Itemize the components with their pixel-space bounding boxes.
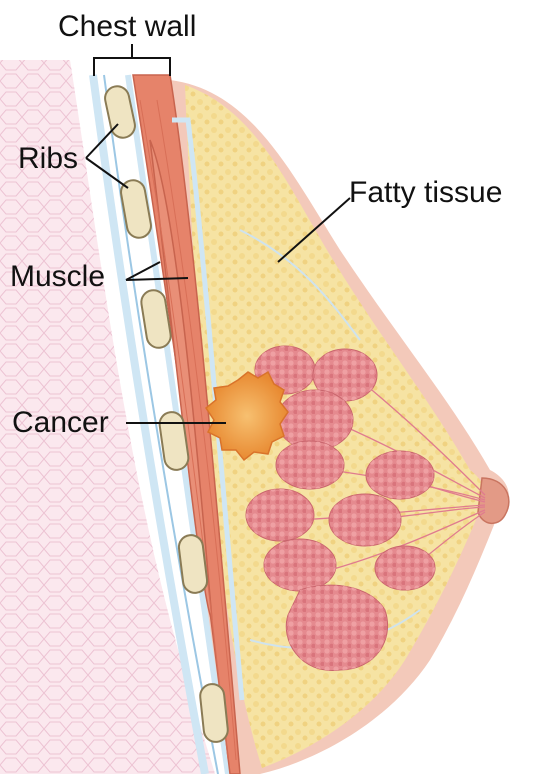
label-fatty-tissue: Fatty tissue (349, 176, 502, 209)
lobule (329, 494, 401, 546)
label-ribs: Ribs (18, 142, 78, 175)
lobule (375, 546, 435, 590)
lobule (286, 585, 387, 670)
lobule (264, 539, 336, 591)
label-cancer: Cancer (12, 406, 109, 439)
rib (199, 683, 229, 743)
lobule (276, 441, 344, 489)
label-chest-wall: Chest wall (58, 10, 196, 43)
lobule (246, 489, 314, 541)
rib (119, 178, 153, 239)
label-muscle: Muscle (10, 260, 105, 293)
lobule (366, 451, 434, 499)
chest-wall-bracket (94, 44, 170, 76)
